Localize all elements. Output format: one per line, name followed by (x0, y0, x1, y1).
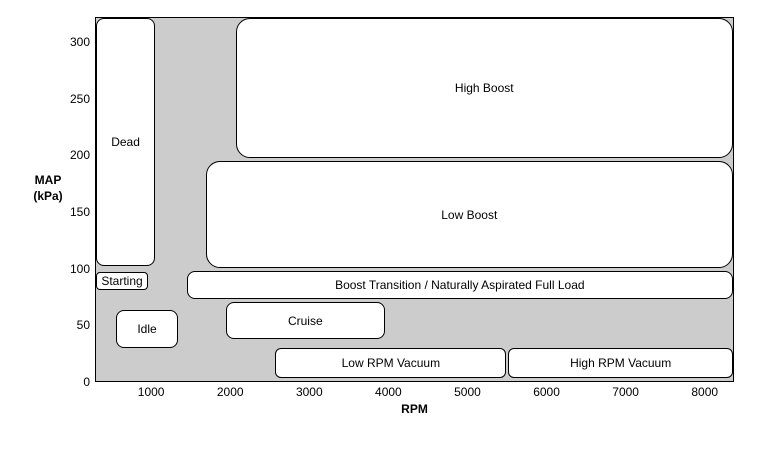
region-label: Boost Transition / Naturally Aspirated F… (335, 277, 585, 292)
region-label: Cruise (287, 313, 323, 328)
region-low-rpm-vacuum: Low RPM Vacuum (275, 348, 507, 378)
region-idle: Idle (116, 309, 178, 349)
x-tick-label-3000: 3000 (295, 385, 323, 399)
region-cruise: Cruise (225, 302, 385, 340)
region-starting: Starting (96, 271, 149, 290)
region-label: Starting (101, 273, 143, 288)
x-axis-tick-labels: 1000 2000 3000 4000 5000 6000 7000 8000 (95, 385, 734, 401)
region-label: Low RPM Vacuum (341, 355, 441, 370)
x-axis-title: RPM (401, 402, 428, 416)
region-label: Low Boost (441, 207, 498, 222)
y-tick-label-0: 0 (83, 375, 90, 389)
x-tick-label-6000: 6000 (533, 385, 560, 399)
y-tick-label-250: 250 (69, 91, 90, 106)
x-tick-label-5000: 5000 (454, 385, 481, 399)
y-tick-label-50: 50 (76, 318, 90, 333)
y-axis-title-line1: MAP (34, 173, 62, 187)
region-label: High RPM Vacuum (570, 355, 672, 370)
region-dead: Dead (96, 18, 156, 266)
x-tick-label-4000: 4000 (375, 385, 402, 399)
y-axis-tick-labels: 0 50 100 150 200 250 300 (0, 17, 90, 389)
x-tick-label-1000: 1000 (137, 385, 165, 399)
region-label: Dead (111, 135, 140, 149)
x-tick-label-2000: 2000 (216, 385, 244, 399)
region-boost-transition-naturally-aspirated-full-load: Boost Transition / Naturally Aspirated F… (186, 270, 733, 299)
y-axis-title-line2: (kPa) (33, 189, 63, 203)
y-tick-label-100: 100 (69, 261, 90, 276)
x-tick-label-7000: 7000 (612, 385, 639, 399)
region-label: Idle (137, 322, 157, 337)
y-tick-label-300: 300 (69, 34, 90, 49)
y-tick-label-150: 150 (69, 204, 90, 219)
region-label: High Boost (454, 80, 514, 95)
y-tick-label-200: 200 (69, 148, 90, 163)
region-high-rpm-vacuum: High RPM Vacuum (508, 348, 733, 378)
region-low-boost: Low Boost (205, 161, 733, 269)
region-high-boost: High Boost (235, 18, 733, 158)
x-tick-label-8000: 8000 (691, 385, 719, 399)
y-axis-title: MAP (kPa) (10, 172, 86, 204)
